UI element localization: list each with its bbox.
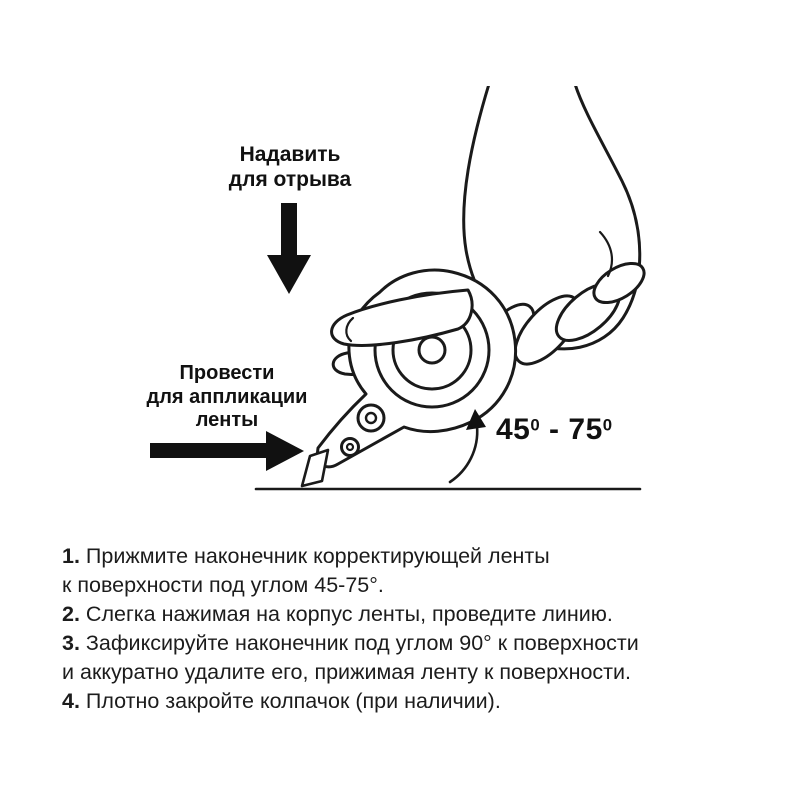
angle-value-1: 45 [496, 413, 531, 446]
guide-wheel-large [356, 403, 386, 433]
instruction-text: Плотно закройте колпачок (при наличии). [85, 689, 501, 713]
angle-arrowhead [466, 409, 486, 430]
angle-value-2: 75 [568, 413, 603, 446]
guide-wheel-large-hub [364, 411, 378, 425]
instruction-list: 1. Прижмите наконечник корректирующей ле… [62, 542, 768, 716]
guide-wheel-small-hub [345, 442, 355, 452]
index-finger [330, 288, 474, 347]
correction-tape-diagram [150, 82, 646, 491]
swipe-label: Провести для аппликации ленты [146, 362, 308, 432]
angle-separator: - [540, 413, 569, 446]
instruction-number: 4. [62, 689, 80, 713]
instruction-number: 3. [62, 631, 80, 655]
tape-roll-hub [417, 335, 447, 365]
instruction-item: 3. Зафиксируйте наконечник под углом 90°… [62, 629, 768, 687]
instruction-text: Слегка нажимая на корпус ленты, проведит… [85, 602, 613, 626]
angle-label: 450 - 750 [496, 413, 696, 447]
press-label: Надавить для отрыва [228, 143, 352, 191]
instruction-item: 1. Прижмите наконечник корректирующей ле… [62, 542, 768, 600]
tape-tip [300, 448, 330, 488]
instruction-number: 1. [62, 544, 80, 568]
hand-arm [462, 82, 642, 351]
guide-wheel-small [340, 437, 360, 457]
swipe-right-arrow [150, 431, 304, 471]
hand-fingers-front [330, 288, 474, 347]
press-down-arrow [267, 203, 311, 294]
instruction-item: 2. Слегка нажимая на корпус ленты, прове… [62, 600, 768, 629]
angle-superscript-1: 0 [530, 415, 541, 435]
angle-arc [448, 424, 479, 484]
knuckle-crease [598, 230, 614, 278]
instruction-text: Прижмите наконечник корректирующей ленты… [62, 544, 550, 597]
instruction-text: Зафиксируйте наконечник под углом 90° к … [62, 631, 639, 684]
angle-superscript-2: 0 [602, 415, 613, 435]
instruction-item: 4. Плотно закройте колпачок (при наличии… [62, 687, 768, 716]
instruction-number: 2. [62, 602, 80, 626]
index-finger-crease [345, 316, 355, 343]
